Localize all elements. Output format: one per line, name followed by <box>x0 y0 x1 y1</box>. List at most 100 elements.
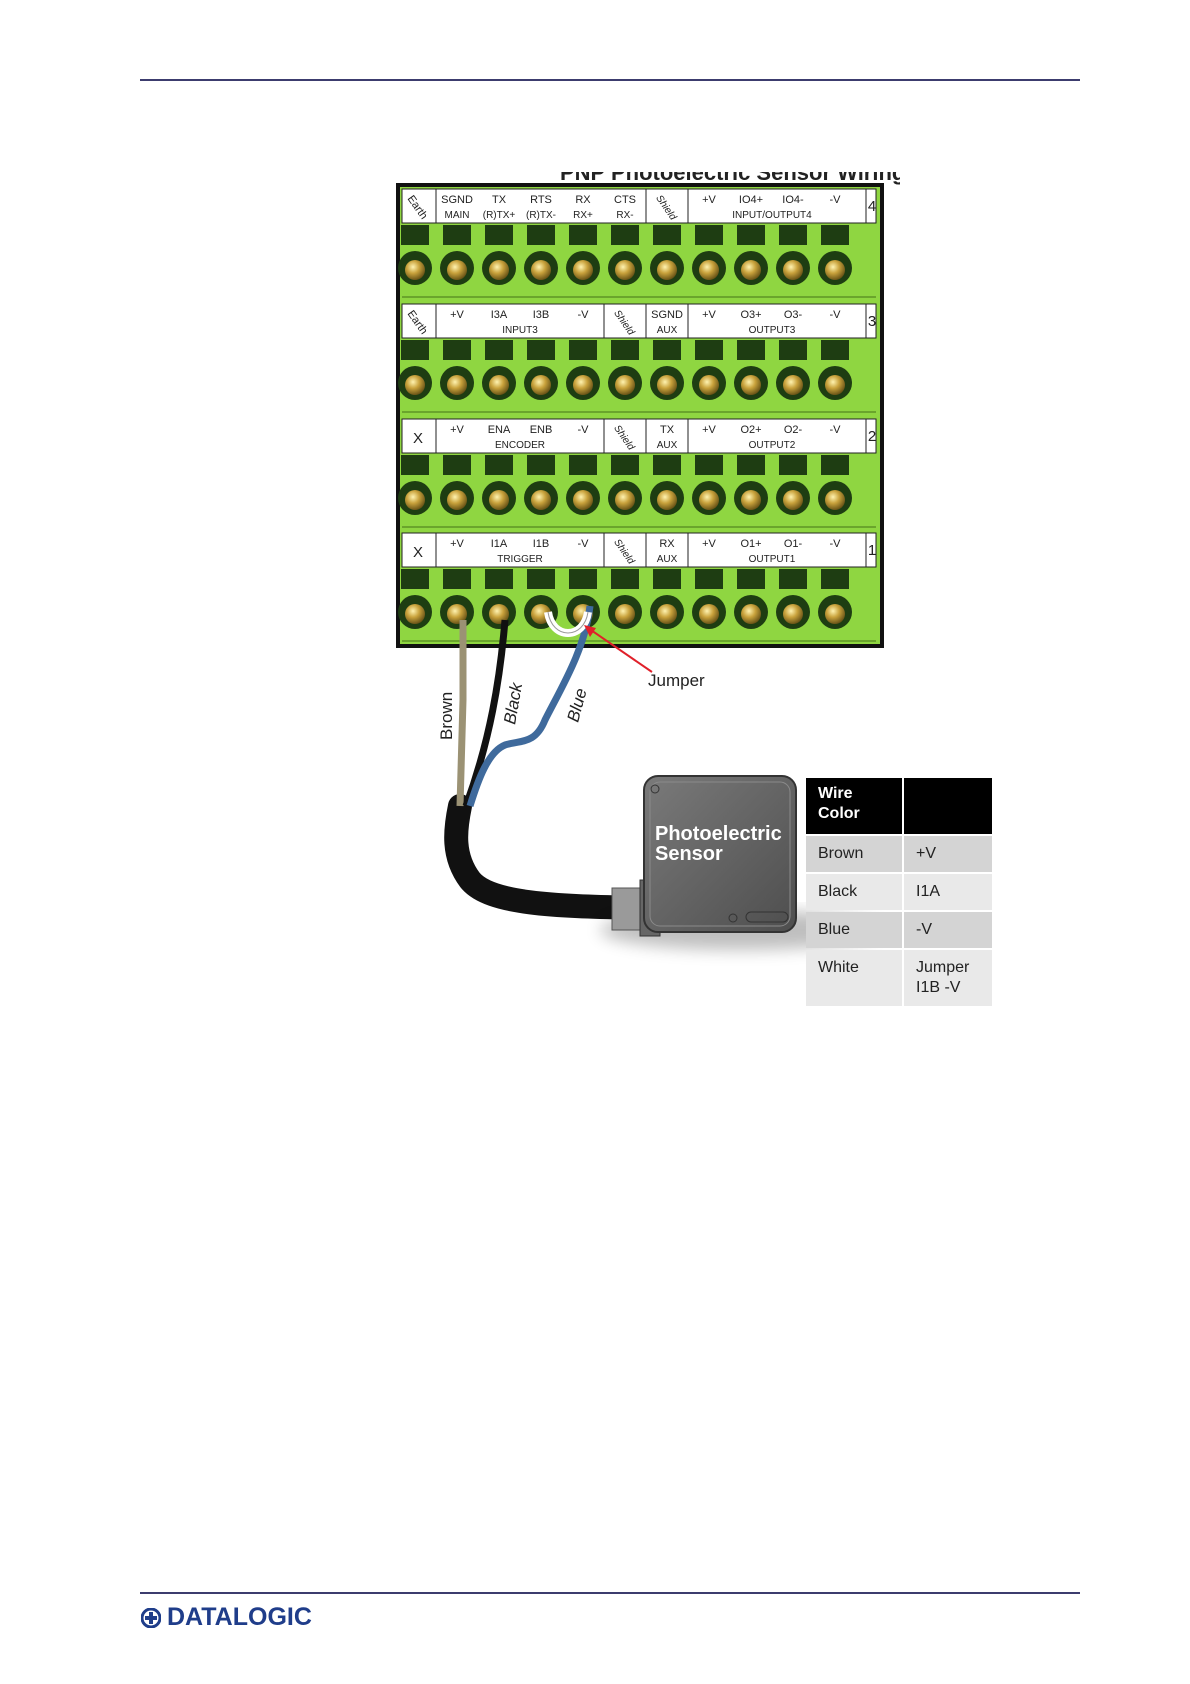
terminal-screw <box>489 260 509 280</box>
terminal-label-top: -V <box>578 424 590 436</box>
terminal-screw <box>489 490 509 510</box>
terminal-cell: I1A <box>904 874 992 910</box>
header-rule <box>140 79 1080 81</box>
terminal-screw <box>531 490 551 510</box>
terminal-screw <box>741 260 761 280</box>
terminal-screw <box>405 375 425 395</box>
terminal-label-top: +V <box>450 424 464 436</box>
aux-label-top: SGND <box>651 309 683 321</box>
output-label-top: -V <box>830 538 842 550</box>
x-label: X <box>413 430 423 447</box>
black-wire <box>462 619 509 808</box>
terminal-screw <box>699 604 719 624</box>
terminal-label-top: I3B <box>533 309 550 321</box>
terminal-screw <box>741 604 761 624</box>
terminal-label-top: I1B <box>533 538 550 550</box>
strip-number: 4 <box>868 198 876 215</box>
terminal-slot <box>527 569 555 589</box>
sensor-label-line2: Sensor <box>655 843 723 865</box>
terminal-screw <box>699 375 719 395</box>
terminal-slot <box>527 340 555 360</box>
wire-color-cell: Black <box>806 874 902 910</box>
terminal-slot <box>527 455 555 475</box>
terminal-label-top: RTS <box>530 194 552 206</box>
strip-number: 2 <box>868 428 876 445</box>
terminal-screw <box>489 604 509 624</box>
output-label-top: O1- <box>784 538 803 550</box>
terminal-slot <box>695 340 723 360</box>
terminal-label-top: I1A <box>491 538 508 550</box>
terminal-slot <box>443 569 471 589</box>
aux-label-top: TX <box>660 424 675 436</box>
terminal-screw <box>825 375 845 395</box>
aux-label-top: RX <box>659 538 675 550</box>
terminal-label-bottom: (R)TX- <box>526 210 556 221</box>
terminal-screw <box>615 490 635 510</box>
terminal-slot <box>821 455 849 475</box>
terminal-slot <box>401 340 429 360</box>
terminal-screw <box>825 490 845 510</box>
terminal-screw <box>657 604 677 624</box>
terminal-label-bottom: RX+ <box>573 210 593 221</box>
terminal-slot <box>401 569 429 589</box>
output-label-top: O3+ <box>740 309 761 321</box>
terminal-label-top: SGND <box>441 194 473 206</box>
terminal-slot <box>485 569 513 589</box>
io-group-label: INPUT/OUTPUT4 <box>732 210 812 221</box>
terminal-slot <box>569 569 597 589</box>
terminal-slot <box>653 455 681 475</box>
blue-wire-label: Blue <box>564 686 591 724</box>
photoelectric-sensor: Photoelectric Sensor <box>611 775 797 937</box>
terminal-slot <box>779 225 807 245</box>
datalogic-logo-icon <box>141 1607 161 1628</box>
brown-wire <box>456 620 467 807</box>
group-label: ENCODER <box>495 440 545 451</box>
io-label-top: -V <box>830 194 842 206</box>
terminal-screw <box>447 375 467 395</box>
terminal-slot <box>737 455 765 475</box>
output-label-top: +V <box>702 424 716 436</box>
terminal-label-top: CTS <box>614 194 636 206</box>
table-row: Blue-V <box>806 912 992 948</box>
terminal-slot <box>779 455 807 475</box>
terminal-screw <box>657 490 677 510</box>
output-label-top: -V <box>830 424 842 436</box>
terminal-slot <box>611 340 639 360</box>
terminal-slot <box>443 455 471 475</box>
terminal-screw <box>783 375 803 395</box>
terminal-screw <box>573 490 593 510</box>
terminal-label-top: RX <box>575 194 591 206</box>
terminal-label-top: +V <box>450 309 464 321</box>
terminal-screw <box>615 375 635 395</box>
output-group-label: OUTPUT3 <box>749 325 796 336</box>
terminal-slot <box>485 340 513 360</box>
group-label: INPUT3 <box>502 325 538 336</box>
black-wire-label: Black <box>500 680 526 726</box>
output-group-label: OUTPUT2 <box>749 440 796 451</box>
terminal-screw <box>783 604 803 624</box>
terminal-screw <box>531 260 551 280</box>
terminal-screw <box>615 604 635 624</box>
terminal-slot <box>527 225 555 245</box>
aux-label-bottom: AUX <box>657 554 678 565</box>
terminal-slot <box>737 569 765 589</box>
aux-label-bottom: AUX <box>657 325 678 336</box>
terminal-cell: +V <box>904 836 992 872</box>
terminal-slot <box>611 569 639 589</box>
output-label-top: O2+ <box>740 424 761 436</box>
terminal-cell: Jumper I1B -V <box>904 950 992 1006</box>
terminal-label-top: -V <box>578 538 590 550</box>
terminal-slot <box>569 340 597 360</box>
group-label: TRIGGER <box>497 554 543 565</box>
terminal-slot <box>401 455 429 475</box>
jumper-arrow <box>587 627 653 673</box>
terminal-slot <box>695 225 723 245</box>
x-label: X <box>413 544 423 561</box>
